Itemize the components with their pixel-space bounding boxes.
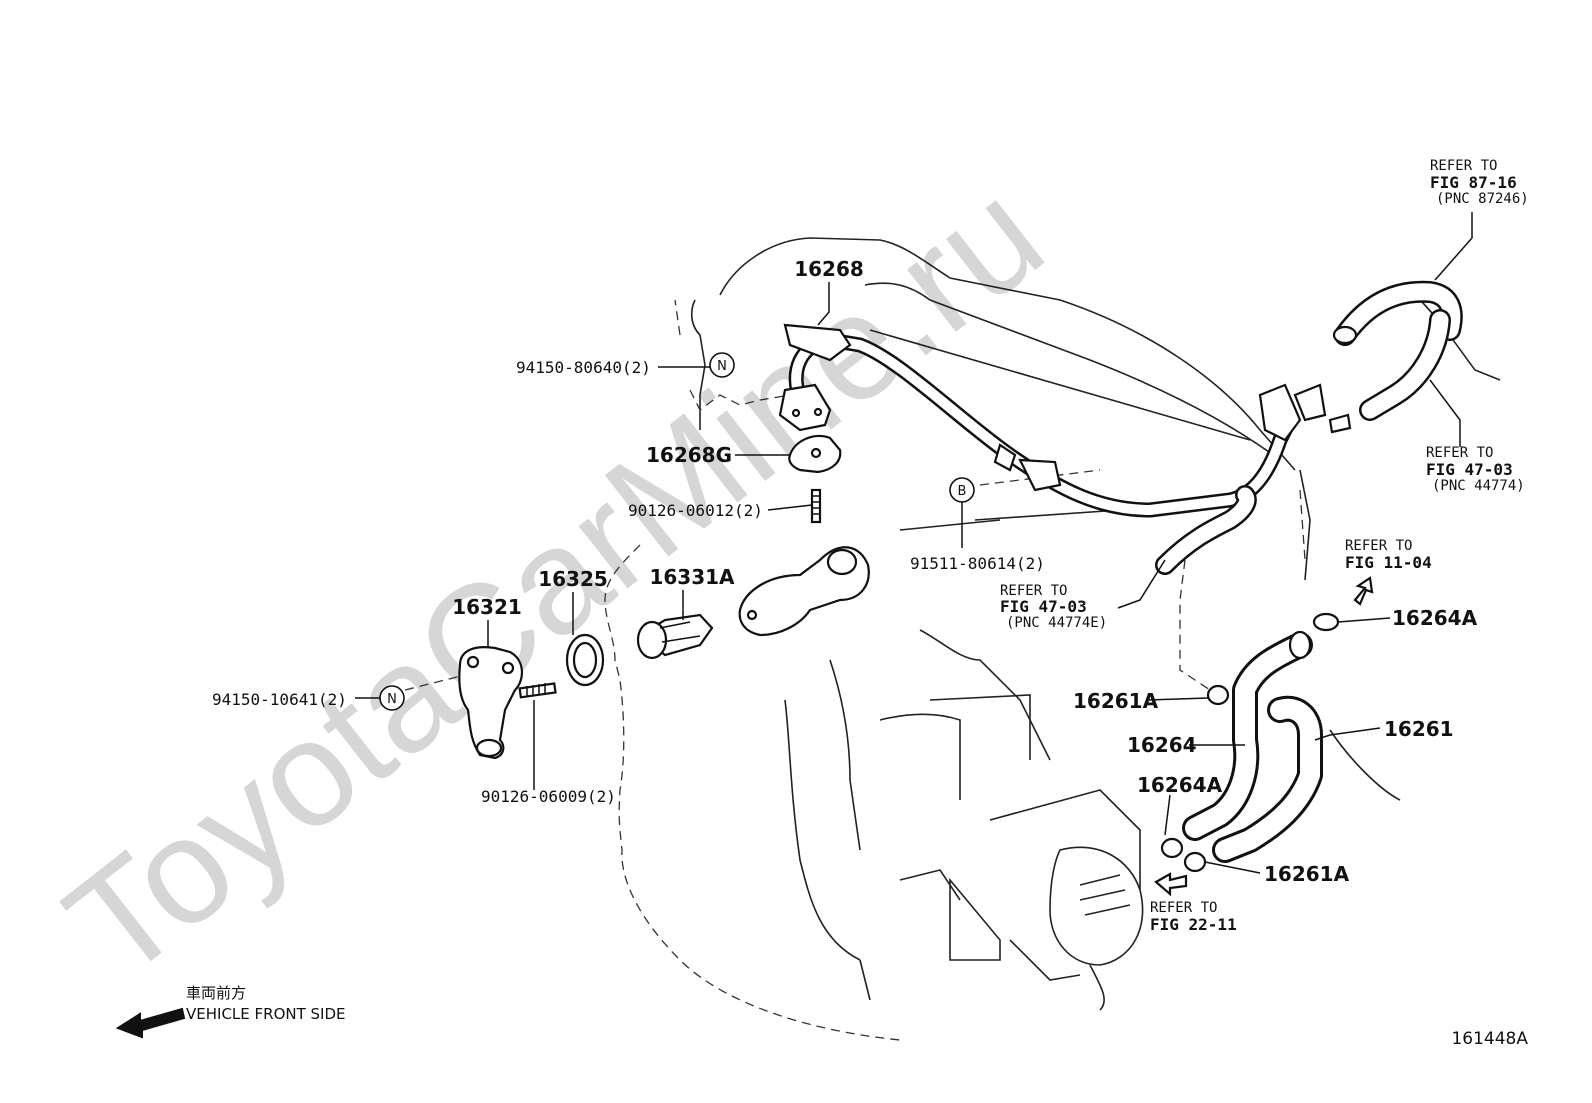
lower-hoses xyxy=(1182,630,1323,863)
front-arrow-icon xyxy=(115,1007,186,1039)
svg-text:FIG 11-04: FIG 11-04 xyxy=(1345,553,1432,572)
symbol-n-lower: N xyxy=(379,685,405,711)
water-inlet-16321 xyxy=(458,646,523,760)
svg-text:(PNC 44774E): (PNC 44774E) xyxy=(1006,615,1107,631)
svg-text:REFER TO: REFER TO xyxy=(1430,158,1497,174)
label-16325: 16325 xyxy=(538,567,608,591)
label-16268g: 16268G xyxy=(646,443,732,467)
engine-block-outline xyxy=(690,237,1501,1011)
ref-fig-11-04: REFER TO FIG 11-04 xyxy=(1345,538,1432,572)
svg-text:FIG 47-03: FIG 47-03 xyxy=(1000,597,1087,616)
studs xyxy=(518,488,822,699)
water-outlet xyxy=(738,546,870,637)
ref-fig-47-03-middle: REFER TO FIG 47-03 (PNC 44774E) xyxy=(1000,583,1107,631)
flow-arrows xyxy=(115,576,1374,1039)
svg-text:FIG 87-16: FIG 87-16 xyxy=(1430,173,1517,192)
label-16331a: 16331A xyxy=(649,565,735,589)
thermostat-16331a xyxy=(636,613,714,660)
symbol-n-upper: N xyxy=(709,352,735,378)
ref-fig-22-11: REFER TO FIG 22-11 xyxy=(1150,900,1237,934)
svg-text:N: N xyxy=(387,692,397,707)
svg-text:FIG 47-03: FIG 47-03 xyxy=(1426,460,1513,479)
label-16321: 16321 xyxy=(452,595,522,619)
label-90126-06009: 90126-06009(2) xyxy=(481,787,616,806)
svg-text:REFER TO: REFER TO xyxy=(1426,445,1493,461)
svg-text:REFER TO: REFER TO xyxy=(1000,583,1067,599)
figure-code: 161448A xyxy=(1451,1029,1528,1049)
svg-text:N: N xyxy=(717,359,727,374)
svg-text:REFER TO: REFER TO xyxy=(1345,538,1412,554)
svg-text:REFER TO: REFER TO xyxy=(1150,900,1217,916)
ref-fig-47-03-upper: REFER TO FIG 47-03 (PNC 44774) xyxy=(1426,445,1525,494)
svg-text:(PNC 87246): (PNC 87246) xyxy=(1436,191,1529,207)
label-94150-10641: 94150-10641(2) xyxy=(212,690,347,709)
label-16264a-upper: 16264A xyxy=(1392,606,1478,630)
svg-text:FIG 22-11: FIG 22-11 xyxy=(1150,915,1237,934)
label-16261a-lower: 16261A xyxy=(1264,862,1350,886)
heater-hoses-upper xyxy=(1155,280,1463,575)
vehicle-front-en: VEHICLE FRONT SIDE xyxy=(186,1005,346,1023)
svg-text:(PNC 44774): (PNC 44774) xyxy=(1432,478,1525,494)
ref-fig-87-16: REFER TO FIG 87-16 (PNC 87246) xyxy=(1430,158,1529,207)
symbol-b: B xyxy=(949,477,975,503)
label-90126-06012: 90126-06012(2) xyxy=(628,501,763,520)
label-16261a-middle: 16261A xyxy=(1073,689,1159,713)
label-94150-80640: 94150-80640(2) xyxy=(516,358,651,377)
label-16264: 16264 xyxy=(1127,733,1197,757)
label-16268: 16268 xyxy=(794,257,864,281)
label-16264a-lower: 16264A xyxy=(1137,773,1223,797)
svg-text:B: B xyxy=(958,484,967,499)
label-91511-80614: 91511-80614(2) xyxy=(910,554,1045,573)
label-16261: 16261 xyxy=(1384,717,1454,741)
gasket-16325 xyxy=(565,633,605,687)
hose-clamps xyxy=(1160,612,1340,873)
vehicle-front-jp: 車両前方 xyxy=(186,984,246,1002)
gasket-16268g xyxy=(788,434,842,474)
leader-lines xyxy=(355,212,1473,874)
